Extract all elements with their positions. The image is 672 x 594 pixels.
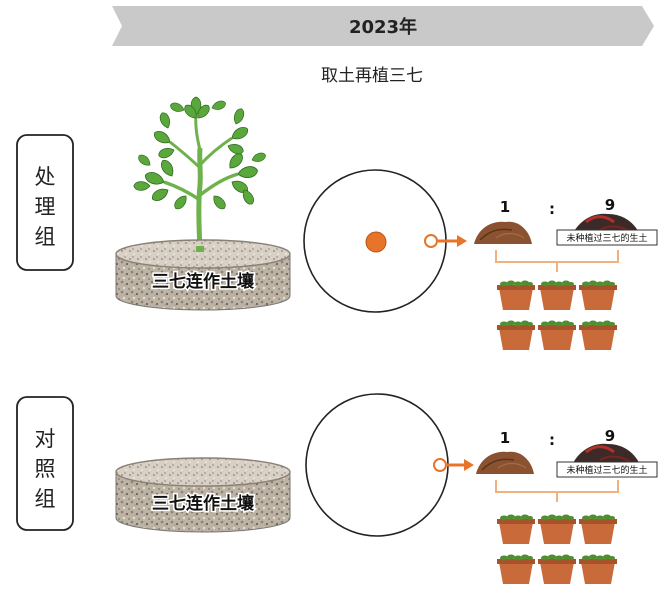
year-banner: 2023年 xyxy=(112,6,654,46)
sample-point-marker xyxy=(433,458,447,472)
new-soil-label: 未种植过三七的生土 xyxy=(566,464,647,476)
banner-arrow-shape xyxy=(112,6,654,46)
sampling-plot-circle xyxy=(305,393,449,537)
group-label-box xyxy=(16,396,74,531)
soil-tub-label: 三七连作土壤 xyxy=(152,493,255,514)
seedling-pot xyxy=(579,554,617,584)
group-label-char-2: 理 xyxy=(35,195,56,219)
sanqi-plant xyxy=(133,96,268,253)
group-label-char-1: 对 xyxy=(35,427,56,451)
seedling-pot xyxy=(497,514,535,544)
seedling-pot xyxy=(579,280,617,310)
ratio-separator: : xyxy=(549,431,555,449)
ratio-left: 1 xyxy=(500,429,510,447)
group-treatment: 处 理 组 xyxy=(16,96,658,350)
seedling-pot xyxy=(579,320,617,350)
new-soil-label-box xyxy=(556,461,658,478)
ratio-left: 1 xyxy=(500,198,510,216)
seedling-pots xyxy=(497,280,617,350)
seedling-pot xyxy=(497,280,535,310)
new-soil-label: 未种植过三七的生土 xyxy=(566,232,647,244)
transfer-arrow xyxy=(438,235,467,247)
ratio-right: 9 xyxy=(605,427,615,445)
old-soil-pile xyxy=(474,221,532,244)
banner-year: 2023年 xyxy=(349,16,417,38)
seedling-pot xyxy=(579,514,617,544)
seedling-pot xyxy=(538,320,576,350)
rhizosphere-sample-dot xyxy=(365,231,387,253)
group-label-char-1: 处 xyxy=(35,165,56,189)
soil-tub-label: 三七连作土壤 xyxy=(152,271,255,292)
sample-point-marker xyxy=(424,234,438,248)
ratio-separator: : xyxy=(549,200,555,218)
ratio-right: 9 xyxy=(605,196,615,214)
continuous-crop-soil-tub: 三七连作土壤 xyxy=(115,239,291,311)
seedling-pot xyxy=(538,514,576,544)
mixing-bracket xyxy=(495,480,619,502)
diagram-subtitle: 取土再植三七 xyxy=(321,66,423,86)
seedling-pot xyxy=(497,320,535,350)
group-label-char-3: 组 xyxy=(35,225,56,249)
seedling-pot xyxy=(538,280,576,310)
seedling-pots xyxy=(497,514,617,584)
continuous-crop-soil-tub: 三七连作土壤 xyxy=(115,457,291,533)
new-soil-label-box xyxy=(556,229,658,246)
seedling-pot xyxy=(497,554,535,584)
group-label-char-2: 照 xyxy=(35,457,56,481)
old-soil-pile xyxy=(476,451,534,474)
transfer-arrow xyxy=(447,459,474,471)
group-label-box xyxy=(16,134,74,271)
mixing-bracket xyxy=(495,250,619,272)
group-control: 对 照 组 三七连作土壤 1 : 9 未种植过三七的生土 xyxy=(16,393,658,584)
seedling-pot xyxy=(538,554,576,584)
group-label-char-3: 组 xyxy=(35,487,56,511)
